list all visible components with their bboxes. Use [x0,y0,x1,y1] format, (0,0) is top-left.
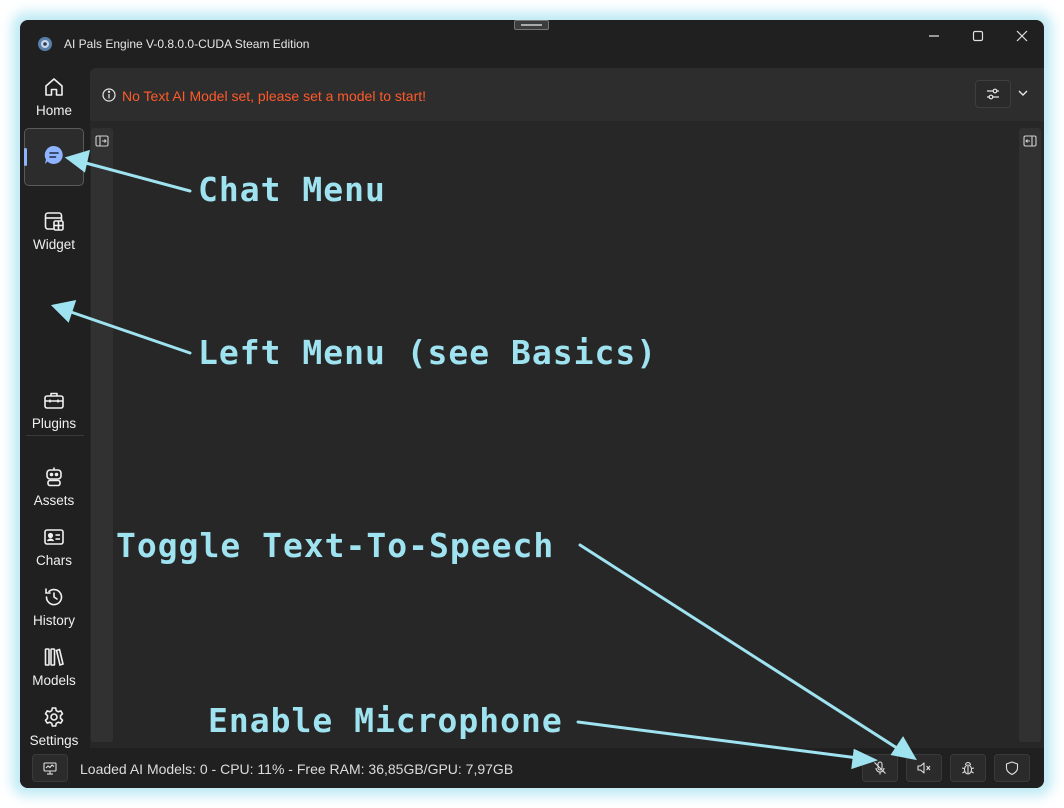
info-icon [102,88,116,102]
sidebar-item-plugins[interactable]: Plugins [24,381,84,439]
minimize-button[interactable] [912,20,956,52]
sidebar-item-label: Models [32,673,76,688]
microphone-toggle-button[interactable] [862,754,898,782]
minimize-icon [929,35,939,37]
left-panel-toggle[interactable] [91,128,113,742]
history-icon [45,588,63,606]
shield-icon [1005,761,1019,776]
chevron-down-icon [1018,90,1028,96]
expand-button[interactable] [1016,86,1030,105]
status-bar: Loaded AI Models: 0 - CPU: 11% - Free RA… [20,748,1044,788]
annotation-chat-menu: Chat Menu [198,170,386,209]
system-status-text: Loaded AI Models: 0 - CPU: 11% - Free RA… [80,761,514,777]
system-monitor-button[interactable] [32,754,68,782]
sidebar-item-chat[interactable] [24,128,84,186]
sidebar-item-label: Settings [29,733,79,748]
debug-button[interactable] [950,754,986,782]
sidebar-item-chars[interactable]: Chars [24,518,84,576]
microphone-off-icon [874,761,886,775]
sidebar-item-home[interactable]: Home [24,68,84,126]
sidebar-item-label: Chars [35,553,72,568]
robot-icon [46,467,62,487]
widget-icon [44,212,64,231]
annotation-microphone: Enable Microphone [208,701,563,740]
monitor-icon [43,762,57,775]
window-title: AI Pals Engine V-0.8.0.0-CUDA Steam Edit… [64,37,310,51]
annotation-tts: Toggle Text-To-Speech [116,526,555,565]
contact-card-icon [44,529,64,545]
collapse-panel-icon [1023,135,1037,147]
close-icon [1016,30,1028,42]
sidebar-item-models[interactable]: Models [24,638,84,696]
sidebar-item-settings[interactable]: Settings [24,698,84,756]
sidebar-item-label: Widget [32,237,76,252]
sidebar-item-label: Home [35,103,72,118]
close-button[interactable] [1000,20,1044,52]
annotation-left-menu: Left Menu (see Basics) [198,333,658,372]
sliders-icon [987,88,999,100]
app-window: AI Pals Engine V-0.8.0.0-CUDA Steam Edit… [20,20,1044,788]
gear-icon [44,707,64,727]
drag-grip-handle[interactable] [514,20,549,30]
title-bar[interactable]: AI Pals Engine V-0.8.0.0-CUDA Steam Edit… [20,20,1044,68]
sidebar-item-widget[interactable]: Widget [24,202,84,260]
left-menu: Home Widget [20,68,88,748]
maximize-button[interactable] [956,20,1000,52]
maximize-icon [972,30,984,42]
chat-options-button[interactable] [975,80,1011,108]
no-model-warning: No Text AI Model set, please set a model… [122,88,427,104]
sidebar-item-label: Plugins [31,416,77,431]
plugins-icon [44,392,64,409]
speaker-off-icon [917,762,931,774]
sidebar-separator [26,435,84,436]
privacy-shield-button[interactable] [994,754,1030,782]
text-to-speech-toggle-button[interactable] [906,754,942,782]
right-panel-toggle[interactable] [1019,128,1041,742]
info-bar: No Text AI Model set, please set a model… [90,68,1044,121]
home-icon [45,78,63,96]
bug-icon [961,761,975,775]
library-icon [44,648,64,667]
app-logo-icon [38,37,52,51]
sidebar-item-label: Assets [33,493,75,508]
chat-area [90,121,1044,748]
expand-panel-icon [95,135,109,147]
chat-icon [44,145,63,164]
sidebar-item-history[interactable]: History [24,578,84,636]
sidebar-item-assets[interactable]: Assets [24,458,84,516]
sidebar-item-label: History [32,613,75,628]
